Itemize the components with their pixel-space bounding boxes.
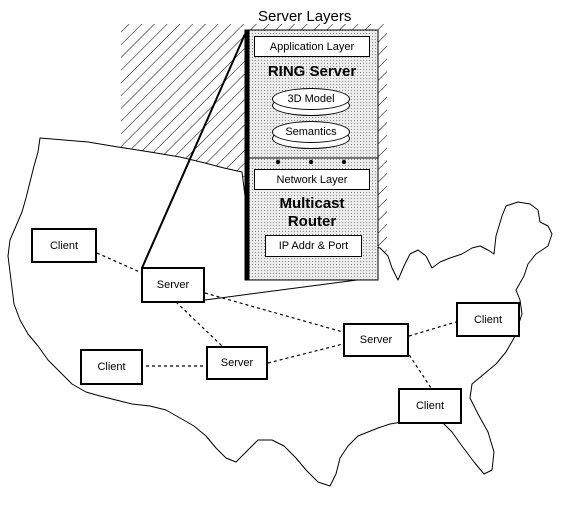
multicast-title: Multicast: [279, 195, 345, 212]
link-server-east-client-southeast: [405, 349, 432, 389]
link-server-east-client-northeast: [408, 321, 457, 337]
application-layer-header: Application Layer: [254, 36, 370, 57]
server-node-east: Server: [343, 323, 409, 357]
network-links: [96, 252, 457, 389]
ip-addr-port-component: IP Addr & Port: [265, 235, 362, 257]
network-layer-header: Network Layer: [254, 169, 370, 190]
zoom-line-upper: [141, 33, 246, 269]
layer-separator-dot: [341, 159, 347, 165]
semantics-component: Semantics: [272, 121, 350, 143]
router-title: Router: [287, 213, 337, 230]
link-client-northwest-server-west: [96, 252, 143, 274]
zoom-line-lower: [204, 279, 358, 301]
diagram-title: Server Layers: [258, 8, 352, 25]
client-node-southeast: Client: [398, 388, 462, 424]
link-server-west-server-central: [175, 301, 223, 347]
server-node-west: Server: [141, 267, 205, 303]
server-node-central: Server: [206, 346, 268, 380]
ring-server-title: RING Server: [267, 63, 357, 80]
client-node-northwest: Client: [31, 228, 97, 263]
client-node-southwest: Client: [80, 349, 143, 385]
client-node-northeast: Client: [456, 302, 520, 337]
link-server-central-server-east: [267, 343, 344, 364]
layer-separator-dot: [275, 159, 281, 165]
3d-model-component: 3D Model: [272, 88, 350, 110]
layer-separator-dot: [308, 159, 314, 165]
